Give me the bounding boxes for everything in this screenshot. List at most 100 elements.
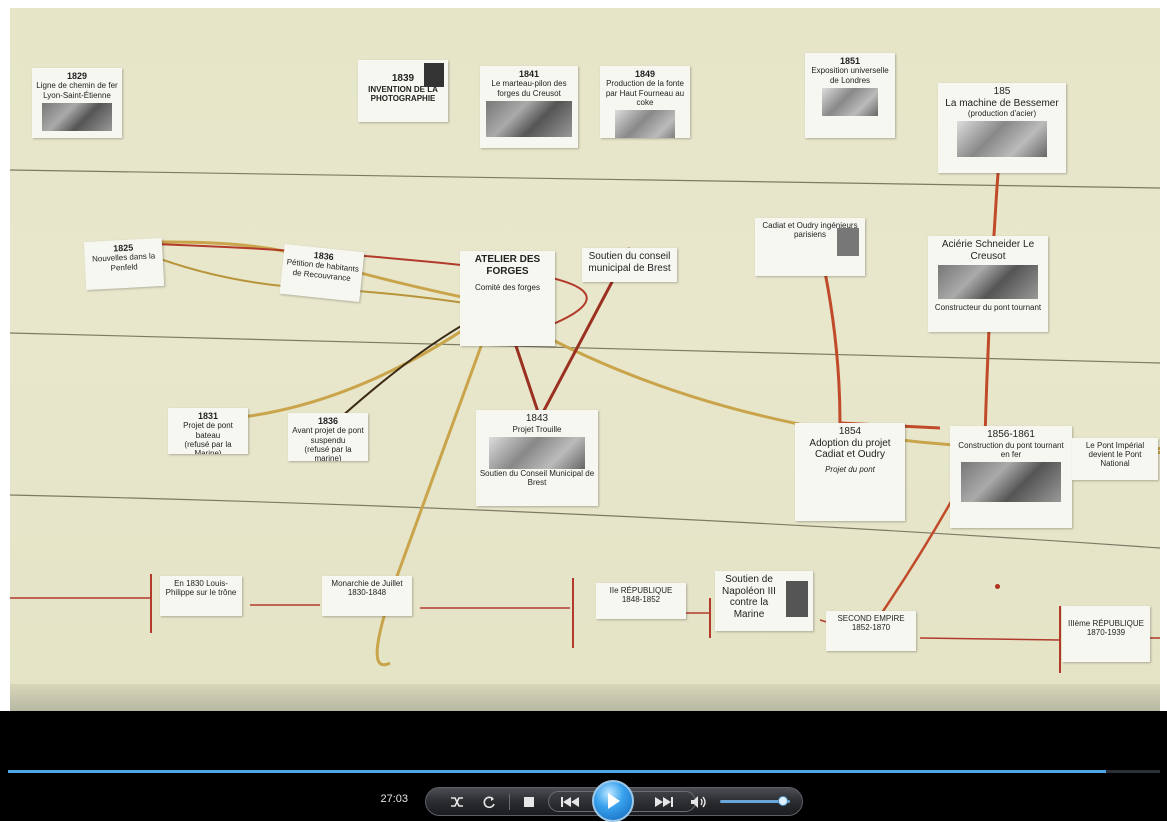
card-bessemer: 185 La machine de Bessemer (production d… <box>938 83 1066 173</box>
timeline-sub: 1848-1852 <box>621 595 661 605</box>
pin-marker <box>995 584 1000 589</box>
timeline-text: En 1830 Louis-Philippe sur le trône <box>165 579 237 598</box>
card-pont-national: Le Pont Impérial devient le Pont Nationa… <box>1072 438 1158 480</box>
timeline-text: IIe RÉPUBLIQUE <box>609 586 673 595</box>
timeline-sub: 1830-1848 <box>347 588 387 598</box>
card-1836-suspendu: 1836 Avant projet de pont suspendu (refu… <box>288 413 368 461</box>
timeline-napoleon: Soutien de Napoléon III contre la Marine <box>715 571 813 631</box>
video-frame: 1829 Ligne de chemin de fer Lyon-Saint-É… <box>10 8 1160 711</box>
card-sub: Comité des forges <box>475 283 540 292</box>
window-left-edge <box>0 0 10 711</box>
card-photo <box>957 121 1047 158</box>
seek-bar[interactable] <box>8 770 1160 773</box>
seek-progress <box>8 770 1106 773</box>
card-forges: ATELIER DES FORGES Comité des forges <box>460 251 555 346</box>
timeline-text: SECOND EMPIRE <box>837 614 905 623</box>
next-icon <box>655 796 673 807</box>
stop-icon <box>524 796 534 807</box>
card-sub: (production d'acier) <box>967 109 1037 118</box>
card-text: Exposition universelle de Londres <box>811 66 889 85</box>
card-1825: 1825 Nouvelles dans la Penfeld <box>83 237 165 291</box>
card-text: Production de la fonte par Haut Fourneau… <box>605 79 685 107</box>
card-photo <box>822 87 878 116</box>
card-text: Soutien du conseil municipal de Brest <box>588 251 671 274</box>
card-1831: 1831 Projet de pont bateau (refusé par l… <box>168 408 248 454</box>
card-1841: 1841 Le marteau-pilon des forges du Creu… <box>480 66 578 148</box>
timeline-sub: 1870-1939 <box>1086 628 1126 638</box>
card-year: 1836 <box>317 416 339 426</box>
whiteboard-tray <box>10 684 1160 711</box>
timeline-louis-philippe: En 1830 Louis-Philippe sur le trône <box>160 576 242 616</box>
card-text: Aciérie Schneider Le Creusot <box>941 239 1035 262</box>
card-1851: 1851 Exposition universelle de Londres <box>805 53 895 138</box>
next-button[interactable] <box>651 792 677 811</box>
card-sub: Constructeur du pont tournant <box>934 303 1042 312</box>
card-year: 1856-1861 <box>987 429 1035 440</box>
card-text: ATELIER DES FORGES <box>474 254 541 277</box>
card-year: 1843 <box>525 413 549 424</box>
card-text: Construction du pont tournant en fer <box>958 440 1064 459</box>
card-sub: (refusé par la Marine) <box>184 439 232 454</box>
mute-button[interactable] <box>685 788 713 815</box>
timeline-3e-republique: IIIème RÉPUBLIQUE 1870-1939 <box>1062 606 1150 662</box>
card-sub: Soutien du Conseil Municipal de Brest <box>479 468 595 487</box>
timeline-text: Soutien de Napoléon III contre la Marine <box>722 574 776 620</box>
volume-icon <box>691 795 706 808</box>
card-photo <box>489 436 585 469</box>
window-top-edge <box>0 0 1167 10</box>
card-year: 1839 <box>391 73 415 84</box>
elapsed-time: 27:03 <box>380 793 408 805</box>
card-photo <box>961 461 1061 502</box>
timeline-2e-republique: IIe RÉPUBLIQUE 1848-1852 <box>596 583 686 619</box>
card-text: Cadiat et Oudry ingénieurs parisiens <box>762 221 858 240</box>
card-1836-petition: 1836 Pétition de habitants de Recouvranc… <box>279 243 365 303</box>
timeline-second-empire: SECOND EMPIRE 1852-1870 <box>826 611 916 651</box>
card-photo <box>486 100 572 137</box>
card-sub: (refusé par la marine) <box>304 444 352 461</box>
timeline-text: IIIème RÉPUBLIQUE <box>1067 619 1145 628</box>
play-button[interactable] <box>592 780 634 822</box>
volume-thumb[interactable] <box>778 796 788 806</box>
card-photo <box>938 265 1038 299</box>
card-photo <box>42 102 112 131</box>
card-text: Avant projet de pont suspendu <box>292 426 364 445</box>
card-text: Le Pont Impérial devient le Pont Nationa… <box>1085 441 1145 469</box>
card-text: La machine de Bessemer <box>945 97 1059 109</box>
shuffle-button[interactable] <box>446 788 468 815</box>
timeline-monarchie: Monarchie de Juillet 1830-1848 <box>322 576 412 616</box>
volume-slider[interactable] <box>720 800 790 803</box>
window-right-edge <box>1160 0 1167 711</box>
card-year: 1849 <box>634 69 656 79</box>
card-1849: 1849 Production de la fonte par Haut Fou… <box>600 66 690 138</box>
card-text: Adoption du projet Cadiat et Oudry <box>809 437 891 461</box>
card-year: 1831 <box>197 411 219 421</box>
card-1839: 1839 INVENTION DE LA PHOTOGRAPHIE <box>358 60 448 122</box>
stop-button[interactable] <box>518 788 540 815</box>
shuffle-icon <box>451 796 463 807</box>
card-text: INVENTION DE LA PHOTOGRAPHIE <box>368 84 438 103</box>
card-1856: 1856-1861 Construction du pont tournant … <box>950 426 1072 528</box>
video-letterbox <box>0 711 1167 769</box>
card-1843: 1843 Projet Trouille Soutien du Conseil … <box>476 410 598 506</box>
play-icon <box>608 793 620 809</box>
portrait-photo <box>837 228 859 256</box>
repeat-button[interactable] <box>478 788 500 815</box>
card-schneider: Aciérie Schneider Le Creusot Constructeu… <box>928 236 1048 332</box>
portrait-photo <box>786 581 808 617</box>
card-year: 1829 <box>66 71 88 81</box>
card-text: Le marteau-pilon des forges du Creusot <box>491 79 567 98</box>
previous-icon <box>561 796 579 807</box>
card-photo <box>615 109 675 138</box>
card-1854: 1854 Adoption du projet Cadiat et Oudry … <box>795 423 905 521</box>
timeline-text: Monarchie de Juillet <box>331 579 403 588</box>
card-cadiat: Cadiat et Oudry ingénieurs parisiens <box>755 218 865 276</box>
camera-picture <box>424 63 444 87</box>
card-year: 1851 <box>839 56 861 66</box>
card-conseil: Soutien du conseil municipal de Brest <box>582 248 677 282</box>
repeat-icon <box>483 796 495 808</box>
previous-button[interactable] <box>557 792 583 811</box>
card-text: Projet de pont bateau <box>183 421 233 440</box>
card-year: 1841 <box>518 69 540 79</box>
card-text: Projet Trouille <box>512 424 562 434</box>
card-year: 185 <box>993 86 1011 97</box>
